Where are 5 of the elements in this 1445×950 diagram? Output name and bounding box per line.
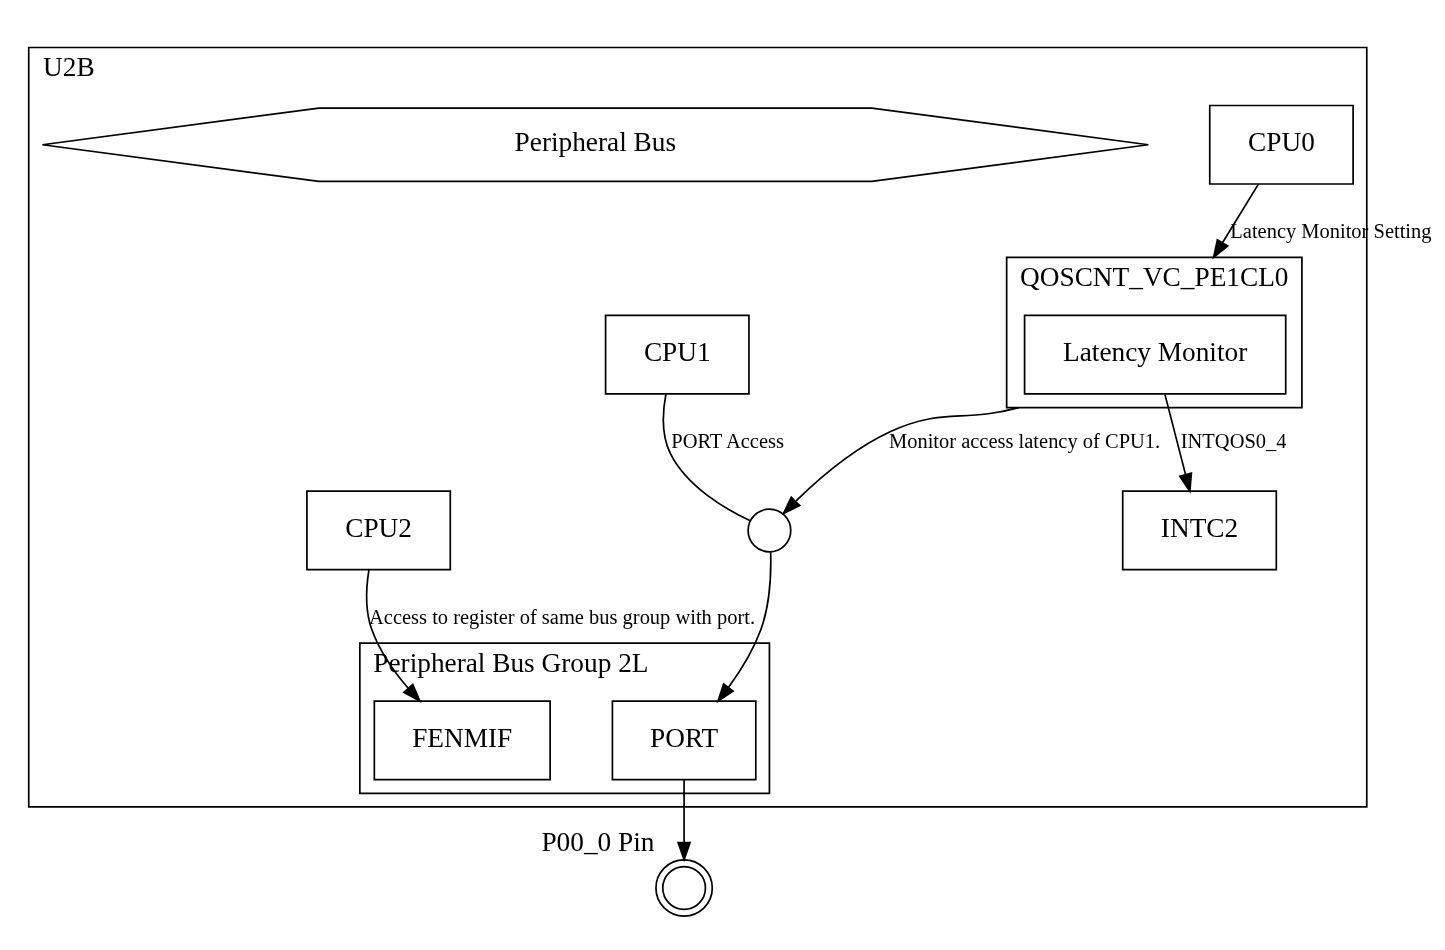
edge-label: Monitor access latency of CPU1. — [889, 429, 1161, 452]
edge-label: INTQOS0_4 — [1180, 429, 1287, 452]
edge-label: Access to register of same bus group with port. — [369, 605, 756, 628]
edge-label: PORT Access — [671, 429, 784, 452]
node-label: P00_0 Pin — [541, 826, 655, 857]
